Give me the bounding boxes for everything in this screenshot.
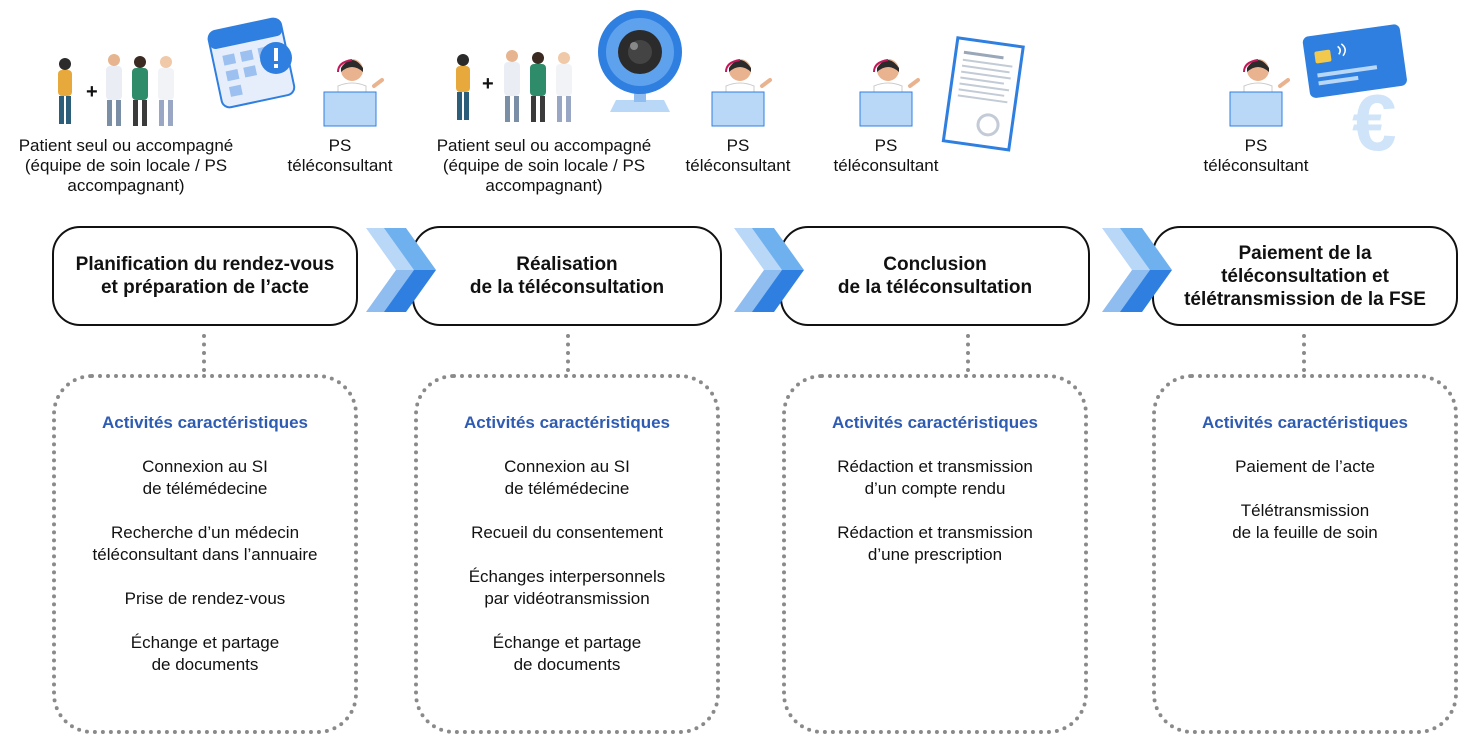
document-icon	[941, 36, 1025, 152]
chevron-right-icon	[1102, 228, 1172, 312]
activities-box-planification: Activités caractéristiques Connexion au …	[52, 374, 358, 734]
care-team-icon: +	[58, 54, 174, 126]
doctor-laptop-icon	[1229, 59, 1290, 127]
activities-title: Activités caractéristiques	[1202, 413, 1408, 432]
calendar-alert-icon	[207, 17, 296, 109]
dotted-connector	[1302, 334, 1306, 372]
activity-item: Télétransmission de la feuille de soin	[1232, 501, 1378, 542]
activity-item: Échanges interpersonnels par vidéotransm…	[468, 567, 666, 608]
doctor-laptop-icon	[323, 59, 384, 127]
credit-card-icon	[1302, 24, 1407, 98]
activity-item: Prise de rendez-vous	[124, 589, 286, 608]
webcam-icon	[598, 10, 682, 112]
stage-paiement: Paiement de la téléconsultation et télét…	[1152, 226, 1458, 326]
activities-title: Activités caractéristiques	[464, 413, 670, 432]
euro-icon: €	[1352, 80, 1397, 156]
dotted-connector	[966, 334, 970, 372]
chevron-right-icon	[366, 228, 436, 312]
care-team-icon: +	[456, 50, 572, 122]
activity-item: Rédaction et transmission d’une prescrip…	[837, 523, 1033, 564]
svg-text:+: +	[482, 73, 494, 95]
activities-box-paiement: Activités caractéristiques Paiement de l…	[1152, 374, 1458, 734]
stage-conclusion: Conclusion de la téléconsultation	[780, 226, 1090, 326]
actor-label-ps: PS téléconsultant	[1203, 136, 1309, 175]
chevron-right-icon	[734, 228, 804, 312]
stage-realisation: Réalisation de la téléconsultation	[412, 226, 722, 326]
activity-item: Connexion au SI de télémédecine	[142, 457, 268, 498]
stage-title: Réalisation de la téléconsultation	[469, 254, 665, 298]
actor-label-patient: Patient seul ou accompagné (équipe de so…	[18, 136, 234, 195]
activity-item: Paiement de l’acte	[1235, 457, 1375, 476]
activity-item: Connexion au SI de télémédecine	[504, 457, 630, 498]
actor-label-ps: PS téléconsultant	[833, 136, 939, 175]
activities-box-realisation: Activités caractéristiques Connexion au …	[414, 374, 720, 734]
doctor-laptop-icon	[859, 59, 920, 127]
activity-item: Rédaction et transmission d’un compte re…	[837, 457, 1033, 498]
svg-text:€: €	[1352, 80, 1397, 156]
dotted-connector	[202, 334, 206, 372]
dotted-connector	[566, 334, 570, 372]
activities-box-conclusion: Activités caractéristiques Rédaction et …	[782, 374, 1088, 734]
actor-label-ps: PS téléconsultant	[685, 136, 791, 175]
actor-label-ps: PS téléconsultant	[287, 136, 393, 175]
activities-title: Activités caractéristiques	[102, 413, 308, 432]
doctor-laptop-icon	[711, 59, 772, 127]
activity-item: Recherche d’un médecin téléconsultant da…	[92, 523, 318, 564]
stage-title: Conclusion de la téléconsultation	[837, 254, 1033, 298]
svg-text:+: +	[86, 81, 98, 103]
activity-item: Recueil du consentement	[471, 523, 663, 542]
stage-title: Planification du rendez-vous et préparat…	[75, 254, 335, 298]
stage-planification: Planification du rendez-vous et préparat…	[52, 226, 358, 326]
activities-title: Activités caractéristiques	[832, 413, 1038, 432]
activity-item: Échange et partage de documents	[492, 633, 642, 674]
activity-item: Échange et partage de documents	[130, 633, 280, 674]
stage-title: Paiement de la téléconsultation et télét…	[1184, 242, 1426, 310]
actor-label-patient: Patient seul ou accompagné (équipe de so…	[436, 136, 652, 195]
